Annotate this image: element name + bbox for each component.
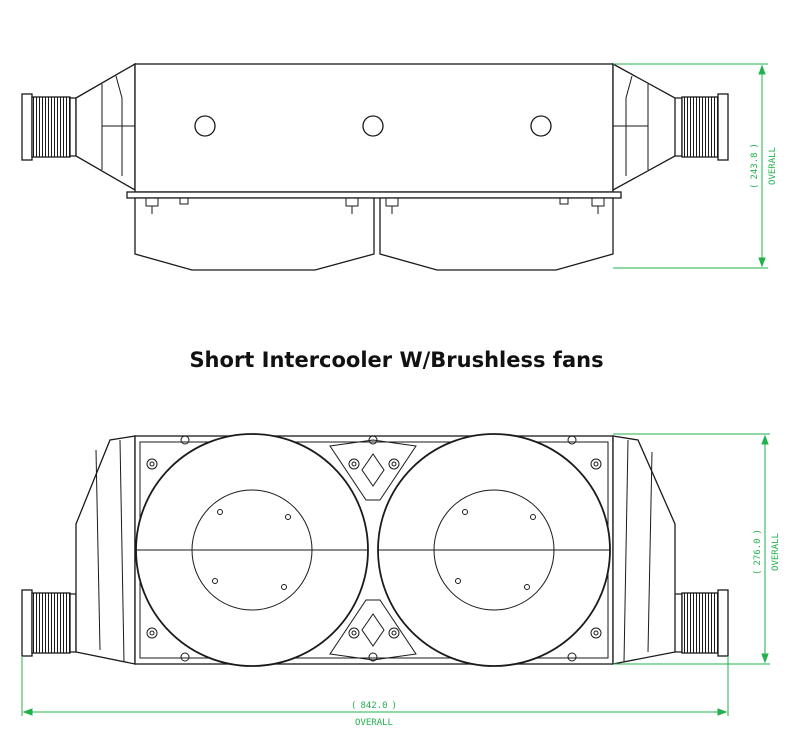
inlet-coupling-left [21,589,77,657]
bolt [559,197,569,205]
mount-bolt [567,435,577,445]
mount-bolt [180,435,190,445]
fan-housing-right [379,197,614,271]
end-tank-right [612,435,676,665]
dimension-value: (842.0) [351,701,397,711]
bolt [591,197,605,214]
mount-bolt [146,458,158,470]
dimension-value: (276.0) [753,529,763,575]
dimension-label: OVERALL [771,533,781,571]
fan-left [135,433,369,667]
dimension-label: OVERALL [768,147,778,185]
mount-bolt [388,627,400,639]
mount-bolt [348,458,360,470]
mounting-hole [530,115,552,137]
dimension-height-top [613,63,768,269]
dimension-height-bottom [613,433,770,665]
fan-motor-hub [433,489,555,611]
mounting-hole [194,115,216,137]
center-bracket [329,439,417,661]
mount-bolt [590,627,602,639]
mount-bolt [567,652,577,662]
bolt [179,197,189,205]
bolt [385,197,399,214]
dimension-width-overall [21,656,729,716]
fan-housing-left [134,197,375,271]
drawing-title: Short Intercooler W/Brushless fans [189,348,604,372]
outlet-coupling-right [675,589,729,657]
fan-right [377,433,611,667]
mount-bolt [368,435,378,445]
mount-bolt [368,652,378,662]
bolt [345,197,359,214]
end-tank-right [612,62,676,192]
mount-bolt [348,627,360,639]
outlet-coupling-right [675,93,729,161]
fan-motor-hub [191,489,313,611]
end-tank-left [75,62,136,192]
dimension-label: OVERALL [355,718,393,728]
end-tank-left [75,435,136,665]
mounting-hole [362,115,384,137]
mount-bolt [590,458,602,470]
dimension-value: (243.8) [750,143,760,189]
fan-side-view [21,433,729,667]
fan-bracket-plate [126,191,622,199]
bolt [145,197,159,214]
core-body [134,63,614,193]
inlet-coupling-left [21,93,77,161]
mount-bolt [388,458,400,470]
mount-bolt [146,627,158,639]
mount-bolt [180,652,190,662]
side-elevation-view [21,62,729,271]
